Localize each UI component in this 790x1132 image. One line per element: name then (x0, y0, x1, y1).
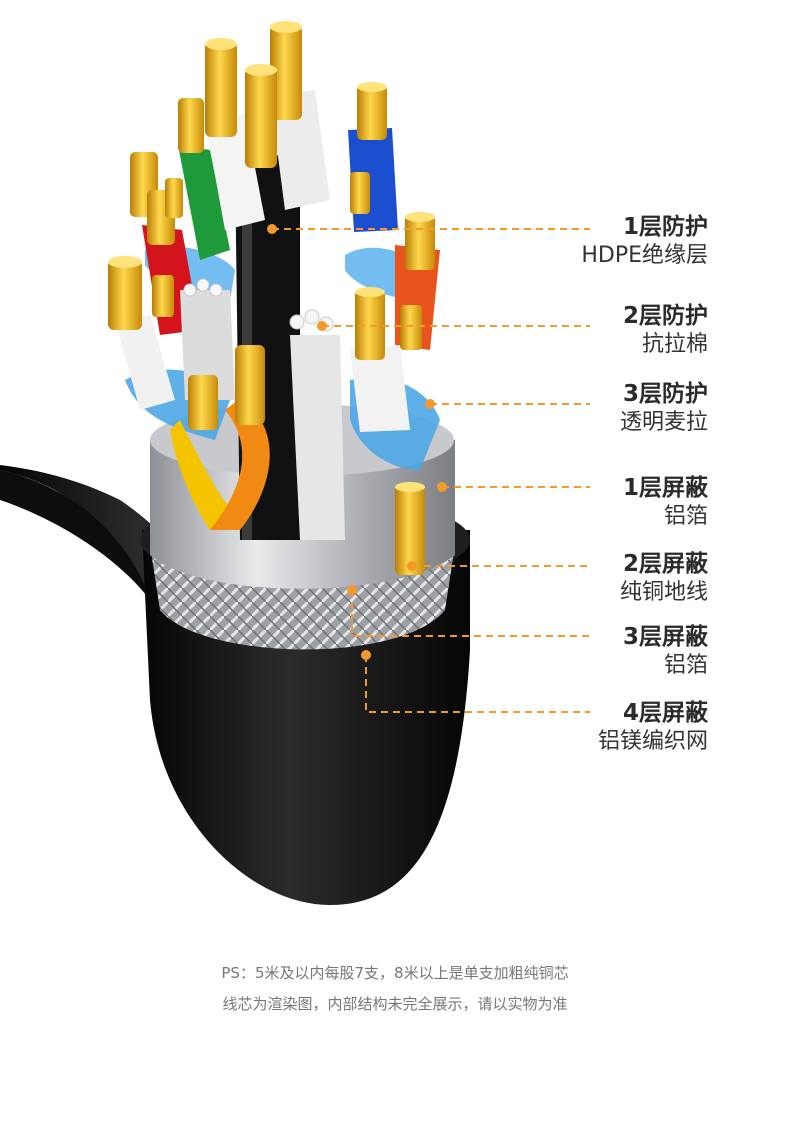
layer-subtitle: 纯铜地线 (619, 580, 708, 605)
callout-dots (267, 224, 447, 660)
yellow-wire (170, 420, 240, 530)
white-strand-bundle (290, 335, 345, 540)
gold-pins (108, 25, 435, 575)
layer-title: 1层屏蔽 (622, 475, 708, 501)
footnote-line-2: 线芯为渲染图，内部结构未完全展示，请以实物为准 (222, 995, 568, 1013)
layer-label-3: 3层防护 透明麦拉 (620, 380, 708, 438)
layer-title: 2层屏蔽 (622, 551, 708, 577)
footnote-line-1: PS：5米及以内每股7支，8米以上是单支加粗纯铜芯 (221, 964, 569, 982)
layer-subtitle: HDPE绝缘层 (581, 243, 708, 268)
layer-label-7: 4层屏蔽 铝镁编织网 (598, 699, 708, 757)
layer-subtitle: 透明麦拉 (619, 410, 708, 435)
layer-subtitle: 抗拉棉 (641, 332, 708, 357)
callout-lines (272, 228, 590, 713)
layer-subtitle: 铝镁编织网 (597, 729, 708, 754)
green-wire (178, 145, 230, 260)
layer-title: 3层屏蔽 (622, 624, 708, 650)
layer-label-5: 2层屏蔽 纯铜地线 (620, 550, 708, 608)
orange-wire-bottom (210, 400, 270, 530)
layer-title: 2层防护 (622, 303, 708, 329)
layer-label-1: 1层防护 HDPE绝缘层 (581, 213, 708, 271)
layer-label-2: 2层防护 抗拉棉 (623, 302, 708, 360)
white-wire-left (115, 315, 175, 410)
layer-subtitle: 铝箔 (663, 504, 708, 529)
layer-title: 3层防护 (622, 381, 708, 407)
cable-jacket-tail (0, 470, 150, 600)
layer-label-6: 3层屏蔽 铝箔 (623, 623, 708, 681)
layer-title: 4层屏蔽 (622, 700, 708, 726)
layer-subtitle: 铝箔 (663, 653, 708, 678)
layer-title: 1层防护 (622, 214, 708, 240)
gold-pin-tops (108, 21, 435, 492)
layer-label-4: 1层屏蔽 铝箔 (623, 474, 708, 532)
white-wire-right (350, 345, 410, 432)
